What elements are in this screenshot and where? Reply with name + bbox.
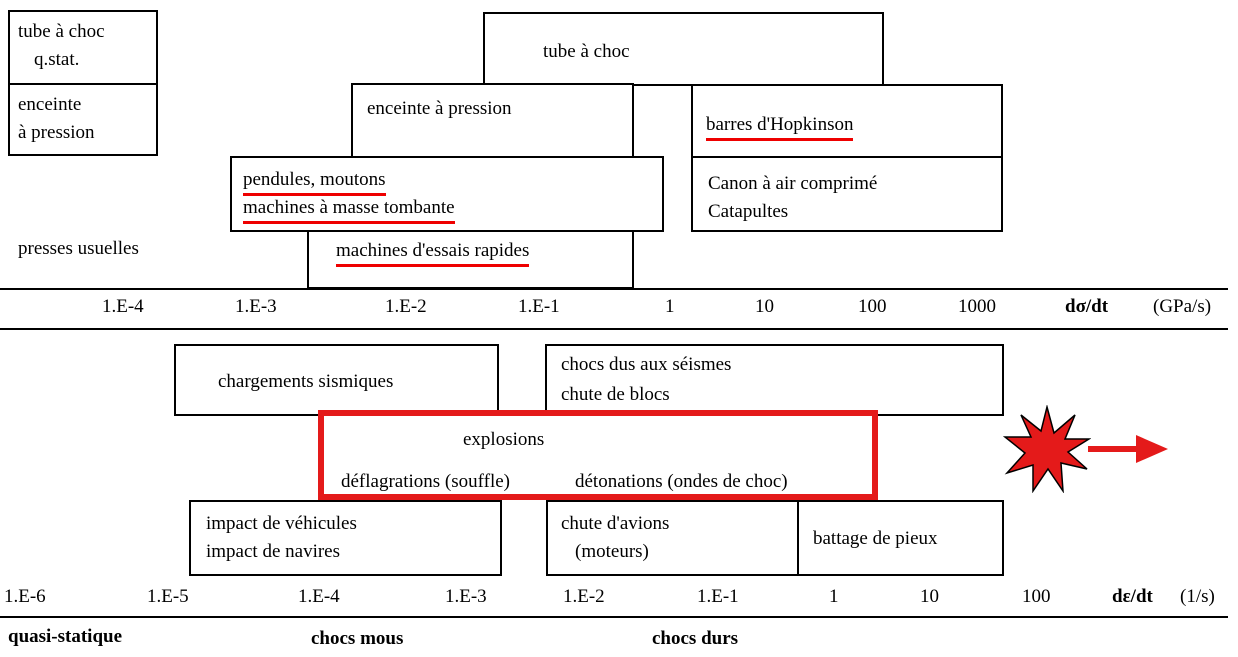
detonations-label: détonations (ondes de choc) [575,471,788,492]
stress-tick: 1.E-2 [385,296,427,317]
explosions-box [318,410,878,500]
tube-choc-qstat-line1: tube à choc [18,21,105,42]
vehicules-line2: impact de navires [206,541,341,562]
hopkinson-label: barres d'Hopkinson [706,113,854,141]
pendules-line2: machines à masse tombante [243,196,455,224]
box-seismes [545,344,1004,416]
stress-tick: 1.E-3 [235,296,277,317]
right-arrow-icon [1088,435,1168,463]
strain-tick: 1.E-6 [4,586,46,607]
presses-label: presses usuelles [18,238,139,259]
stress-axis-label: dσ/dt [1065,296,1109,317]
seismes-line1: chocs dus aux séismes [561,354,732,375]
enceinte-pression-label: enceinte à pression [367,98,512,119]
box-tube-choc [483,12,884,86]
canon-line1: Canon à air comprimé [708,173,878,194]
stress-axis-unit: (GPa/s) [1153,296,1212,317]
regime-chocs-durs: chocs durs [652,628,739,649]
strain-tick: 1.E-3 [445,586,487,607]
strain-tick: 1.E-5 [147,586,189,607]
machines-rapides-label: machines d'essais rapides [336,239,530,267]
vehicules-line1: impact de véhicules [206,513,357,534]
box-vehicules [189,500,502,576]
explosions-title: explosions [463,429,545,450]
box-enceinte-left [8,83,158,156]
strain-tick: 1.E-4 [298,586,340,607]
stress-tick: 1000 [958,296,996,317]
box-avions [546,500,799,576]
strain-tick: 1.E-2 [563,586,605,607]
pieux-label: battage de pieux [813,528,938,549]
strain-tick: 100 [1022,586,1051,607]
box-enceinte-pression [351,83,634,158]
stress-axis-bottom-line [0,328,1228,330]
enceinte-left-line1: enceinte [18,94,82,115]
strain-axis-line [0,616,1228,618]
stress-axis-top-line [0,288,1228,290]
tube-choc-label: tube à choc [543,41,630,62]
deflagrations-label: déflagrations (souffle) [341,471,511,492]
tube-choc-qstat-line2: q.stat. [34,49,80,70]
regime-quasi-statique: quasi-statique [8,626,123,647]
pendules-line1: pendules, moutons [243,168,386,196]
strain-axis-label: dε/dt [1112,586,1153,607]
strain-tick: 1.E-1 [697,586,739,607]
strain-tick: 10 [920,586,939,607]
box-tube-choc-qstat [8,10,158,85]
box-sismiques [174,344,499,416]
stress-tick: 1 [665,296,675,317]
avions-line1: chute d'avions [561,513,670,534]
box-canon [691,156,1003,232]
box-machines-rapides [307,230,634,289]
stress-tick: 1.E-4 [102,296,144,317]
avions-line2: (moteurs) [575,541,649,562]
box-pieux [797,500,1004,576]
sismiques-label: chargements sismiques [218,371,394,392]
regime-chocs-mous: chocs mous [311,628,404,649]
stress-tick: 1.E-1 [518,296,560,317]
explosion-burst-icon [1003,405,1091,493]
canon-line2: Catapultes [708,201,789,222]
strain-tick: 1 [829,586,839,607]
enceinte-left-line2: à pression [18,122,95,143]
stress-tick: 100 [858,296,887,317]
stress-tick: 10 [755,296,774,317]
seismes-line2: chute de blocs [561,384,670,405]
strain-axis-unit: (1/s) [1180,586,1215,607]
